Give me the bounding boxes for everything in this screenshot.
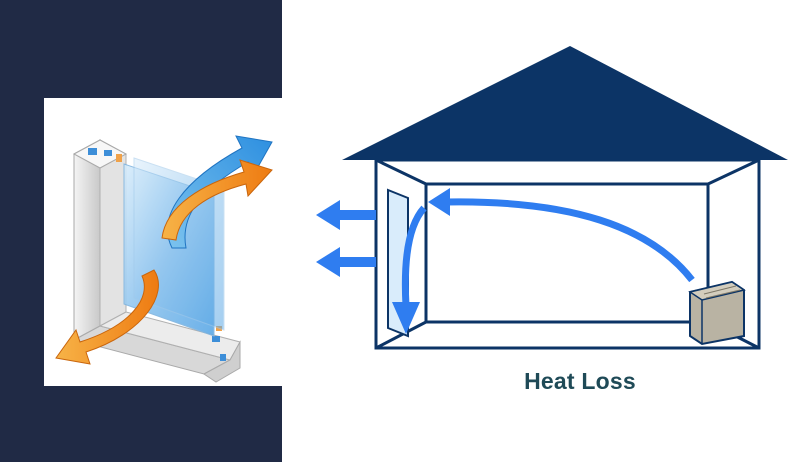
house-heat-loss-svg <box>316 46 788 350</box>
orange-heat-arrow-lower <box>55 269 159 365</box>
room-outline <box>374 158 761 350</box>
airflow-arrow <box>392 188 695 334</box>
air-conditioner-unit-icon <box>688 280 746 346</box>
orange-heat-arrow-upper <box>161 159 273 241</box>
window-frame-illustration <box>55 135 273 383</box>
house-diagram <box>300 40 800 360</box>
blue-heat-arrow <box>167 135 273 249</box>
roof <box>342 46 788 160</box>
frame-vertical <box>72 139 128 341</box>
outward-heat-arrows <box>316 200 376 277</box>
window-illustration-card <box>44 98 282 386</box>
heat-loss-caption: Heat Loss <box>524 368 636 394</box>
